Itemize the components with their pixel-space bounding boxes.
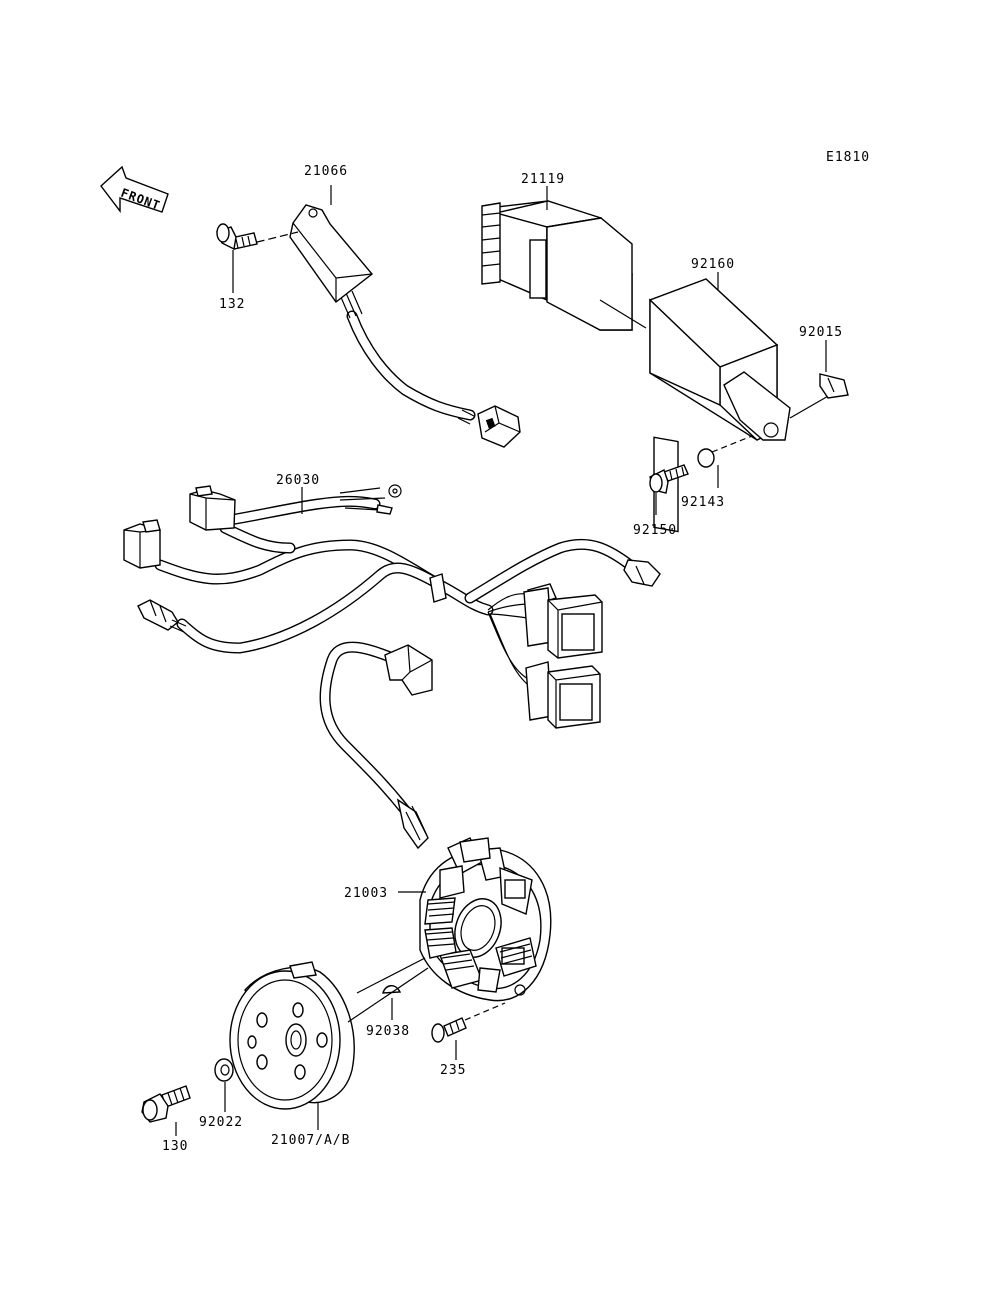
clip-nut-92015 (789, 373, 849, 419)
part-label-235: 235 (440, 1063, 466, 1078)
stator (319, 641, 552, 1002)
screw-235 (431, 1002, 506, 1043)
part-label-21007-a-b: 21007/A/B (271, 1133, 350, 1148)
flywheel (229, 961, 429, 1110)
regulator-rectifier (648, 278, 791, 533)
cdi-unit (481, 200, 634, 331)
part-label-92160: 92160 (691, 257, 735, 272)
diagram-code: E1810 (826, 150, 870, 165)
igniter-unit (289, 204, 521, 448)
part-label-132: 132 (219, 297, 245, 312)
washer-92022 (214, 1058, 234, 1082)
part-label-92015: 92015 (799, 325, 843, 340)
front-direction-arrow: FRONT (100, 165, 169, 214)
woodruff-key-92038 (356, 957, 426, 994)
leader-lines (175, 185, 827, 1136)
collar-92143 (697, 435, 753, 468)
part-label-92022: 92022 (199, 1115, 243, 1130)
part-label-92150: 92150 (633, 523, 677, 538)
part-label-130: 130 (162, 1139, 188, 1154)
part-label-92143: 92143 (681, 495, 725, 510)
part-label-21066: 21066 (304, 164, 348, 179)
part-label-92038: 92038 (366, 1024, 410, 1039)
part-label-21119: 21119 (521, 172, 565, 187)
bolt-130 (141, 1085, 191, 1123)
wire-harness (123, 484, 661, 729)
bolt-132 (216, 223, 299, 251)
part-label-21003: 21003 (344, 886, 388, 901)
bolt-92150 (649, 464, 689, 494)
part-label-26030: 26030 (276, 473, 320, 488)
